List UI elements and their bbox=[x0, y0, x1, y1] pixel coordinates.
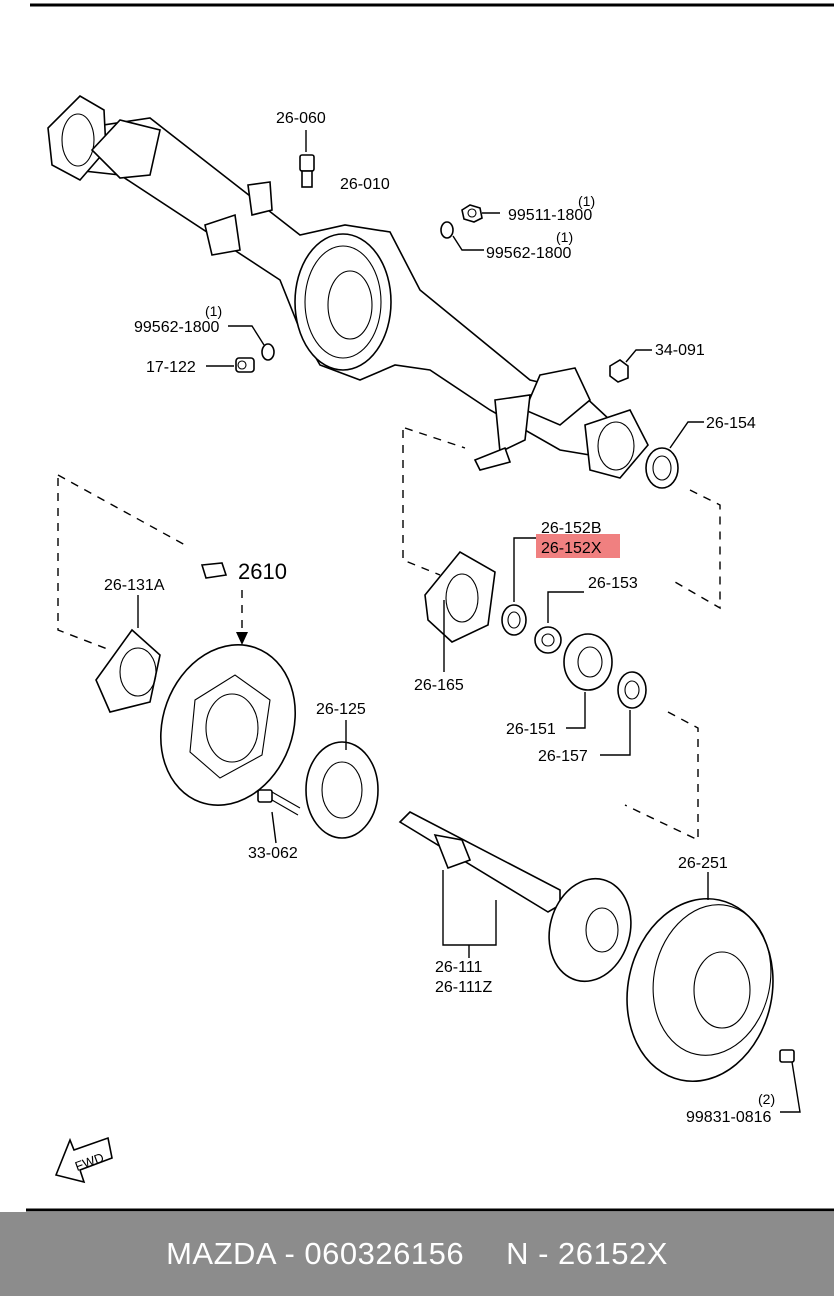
label-26060: 26-060 bbox=[276, 110, 326, 127]
label-17122: 17-122 bbox=[146, 359, 196, 376]
label-26111z: 26-111Z bbox=[435, 979, 492, 996]
hub-bolt-33062 bbox=[257, 789, 301, 816]
label-2610: 2610 bbox=[238, 559, 287, 584]
nut-99511 bbox=[461, 204, 483, 223]
plug-17122 bbox=[235, 357, 255, 373]
footer-brand-part-number: MAZDA - 060326156 bbox=[166, 1236, 465, 1271]
bearing-26152 bbox=[501, 604, 527, 636]
label-26153: 26-153 bbox=[588, 575, 638, 592]
label-26131a: 26-131A bbox=[104, 577, 165, 594]
brake-assembly-2610 bbox=[159, 562, 297, 806]
axle-housing bbox=[47, 94, 649, 479]
footer-part-code: N - 26152X bbox=[506, 1236, 668, 1271]
label-99511: 99511-1800 bbox=[508, 207, 592, 224]
guide-line bbox=[57, 474, 186, 546]
gasket-26125 bbox=[305, 741, 379, 839]
guide-line bbox=[624, 711, 699, 842]
footer-banner: MAZDA - 060326156 N - 26152X bbox=[0, 1212, 834, 1296]
label-99562a: 99562-1800 bbox=[486, 245, 572, 262]
label-34091: 34-091 bbox=[655, 342, 705, 359]
washer-99562-b bbox=[261, 343, 275, 361]
breather-plug bbox=[299, 154, 315, 188]
washer-99562-a bbox=[440, 221, 454, 239]
brake-drum-26251 bbox=[626, 897, 774, 1083]
qty-99511: (1) bbox=[578, 193, 595, 209]
label-99562b: 99562-1800 bbox=[134, 319, 220, 336]
parts-diagram: FWD 26-060 26-010 (1) 99511-1800 (1) 995… bbox=[26, 3, 834, 1212]
label-26152b: 26-152B bbox=[541, 520, 602, 537]
qty-99562b: (1) bbox=[205, 303, 222, 319]
bearing-26151 bbox=[563, 633, 613, 691]
label-99831: 99831-0816 bbox=[686, 1109, 772, 1126]
guide-line bbox=[57, 478, 111, 651]
drum-screw-99831 bbox=[779, 1049, 795, 1063]
label-26152x: 26-152X bbox=[541, 540, 602, 557]
qty-99562a: (1) bbox=[556, 229, 573, 245]
guide-line bbox=[674, 489, 721, 610]
guide-line bbox=[402, 430, 441, 576]
axle-shaft-26111 bbox=[398, 811, 632, 983]
lock-washer-26153 bbox=[534, 626, 562, 654]
retainer-plate-26165 bbox=[424, 550, 496, 643]
label-26157: 26-157 bbox=[538, 748, 588, 765]
label-26251: 26-251 bbox=[678, 855, 728, 872]
qty-99831: (2) bbox=[758, 1091, 775, 1107]
label-26151: 26-151 bbox=[506, 721, 556, 738]
label-26154: 26-154 bbox=[706, 415, 756, 432]
nut-34091 bbox=[609, 359, 629, 383]
oil-seal-26154 bbox=[645, 447, 679, 489]
label-26165: 26-165 bbox=[414, 677, 464, 694]
label-33062: 33-062 bbox=[248, 845, 298, 862]
label-26125: 26-125 bbox=[316, 701, 366, 718]
highlight-26152x bbox=[536, 534, 620, 558]
guide-line bbox=[404, 427, 466, 449]
label-26111: 26-111 bbox=[435, 959, 483, 976]
fwd-arrow-icon: FWD bbox=[54, 1136, 113, 1184]
label-26010: 26-010 bbox=[340, 176, 390, 193]
oil-seal-26157 bbox=[617, 671, 647, 709]
bearing-housing-26131a bbox=[95, 628, 161, 713]
